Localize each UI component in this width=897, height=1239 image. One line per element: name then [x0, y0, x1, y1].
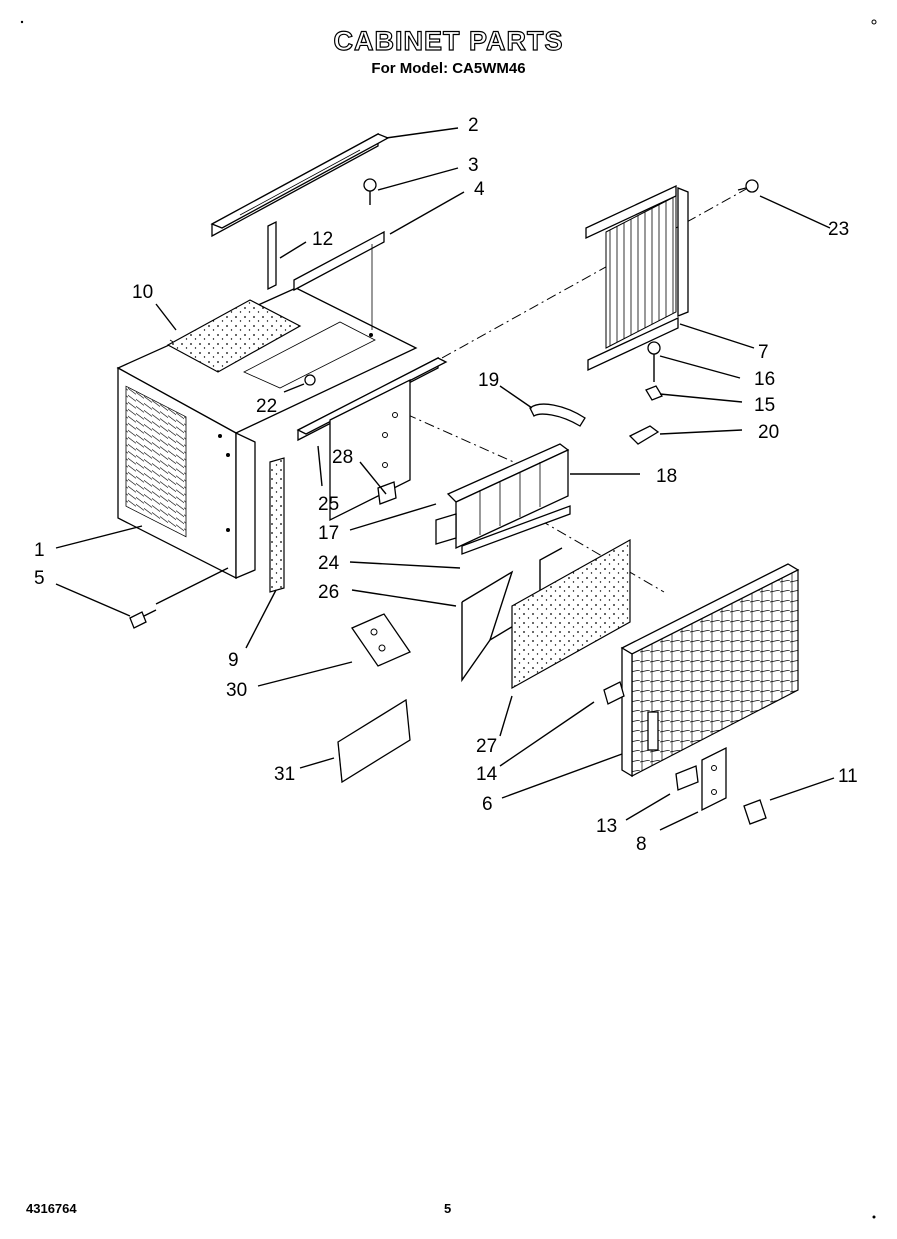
callout-11: 11	[838, 766, 858, 787]
callout-23: 23	[828, 219, 849, 240]
screw-part-23	[737, 179, 759, 193]
document-number: 4316764	[26, 1201, 77, 1216]
callout-30: 30	[226, 680, 247, 701]
page-title: CABINET PARTS	[333, 25, 564, 56]
callout-13: 13	[596, 816, 617, 837]
plug-part-22	[304, 374, 316, 386]
callout-5: 5	[34, 568, 45, 589]
callout-labels: 2 3 4 12 10 23 7 16 15 20 19 18 22 28 25…	[34, 115, 858, 855]
top-rail-part-2	[210, 132, 390, 238]
callout-1: 1	[34, 540, 45, 561]
callout-19: 19	[478, 370, 499, 391]
clamp-part-20	[628, 425, 660, 445]
callout-7: 7	[758, 342, 769, 363]
screw-part-5	[129, 609, 157, 629]
callout-22: 22	[256, 396, 277, 417]
callout-15: 15	[754, 395, 775, 416]
callout-26: 26	[318, 582, 339, 603]
corner-marks	[20, 19, 877, 1219]
callout-31: 31	[274, 764, 295, 785]
bolt-part-16	[647, 341, 661, 382]
block-part-13	[675, 765, 699, 791]
callout-24: 24	[318, 553, 340, 574]
block-part-14	[603, 681, 625, 705]
panel-part-7	[585, 184, 689, 372]
callout-8: 8	[636, 834, 647, 855]
bracket-part-4	[293, 230, 385, 330]
screw-part-3	[363, 178, 377, 205]
bracket-part-8	[701, 746, 727, 812]
callout-9: 9	[228, 650, 239, 671]
callout-2: 2	[468, 115, 479, 136]
callout-14: 14	[476, 764, 498, 785]
callout-27: 27	[476, 736, 497, 757]
washer-part-15	[645, 385, 663, 401]
bracket-part-17	[435, 513, 457, 545]
callout-17: 17	[318, 523, 339, 544]
callout-10: 10	[132, 282, 153, 303]
front-grille-part-6	[620, 563, 800, 778]
filter-part-27	[511, 538, 631, 690]
callout-25: 25	[318, 494, 339, 515]
clip-part-28	[377, 481, 397, 505]
callout-18: 18	[656, 466, 677, 487]
screw-part-11	[743, 799, 767, 825]
bracket-part-30	[351, 613, 411, 667]
model-subtitle: For Model: CA5WM46	[371, 60, 526, 77]
top-foam-part-10	[166, 299, 302, 373]
callout-3: 3	[468, 155, 479, 176]
bar-part-19	[529, 403, 586, 427]
gasket-part-12	[267, 220, 277, 291]
plate-part-31	[337, 698, 411, 784]
assembly-centerlines	[369, 187, 749, 593]
callout-16: 16	[754, 369, 775, 390]
side-gasket-part-9	[269, 457, 285, 593]
leader-lines	[55, 127, 835, 831]
callout-20: 20	[758, 422, 779, 443]
strip-part-24	[461, 505, 571, 555]
callout-6: 6	[482, 794, 493, 815]
callout-28: 28	[332, 447, 353, 468]
page-number: 5	[444, 1201, 452, 1216]
callout-12: 12	[312, 229, 333, 250]
callout-4: 4	[474, 179, 485, 200]
